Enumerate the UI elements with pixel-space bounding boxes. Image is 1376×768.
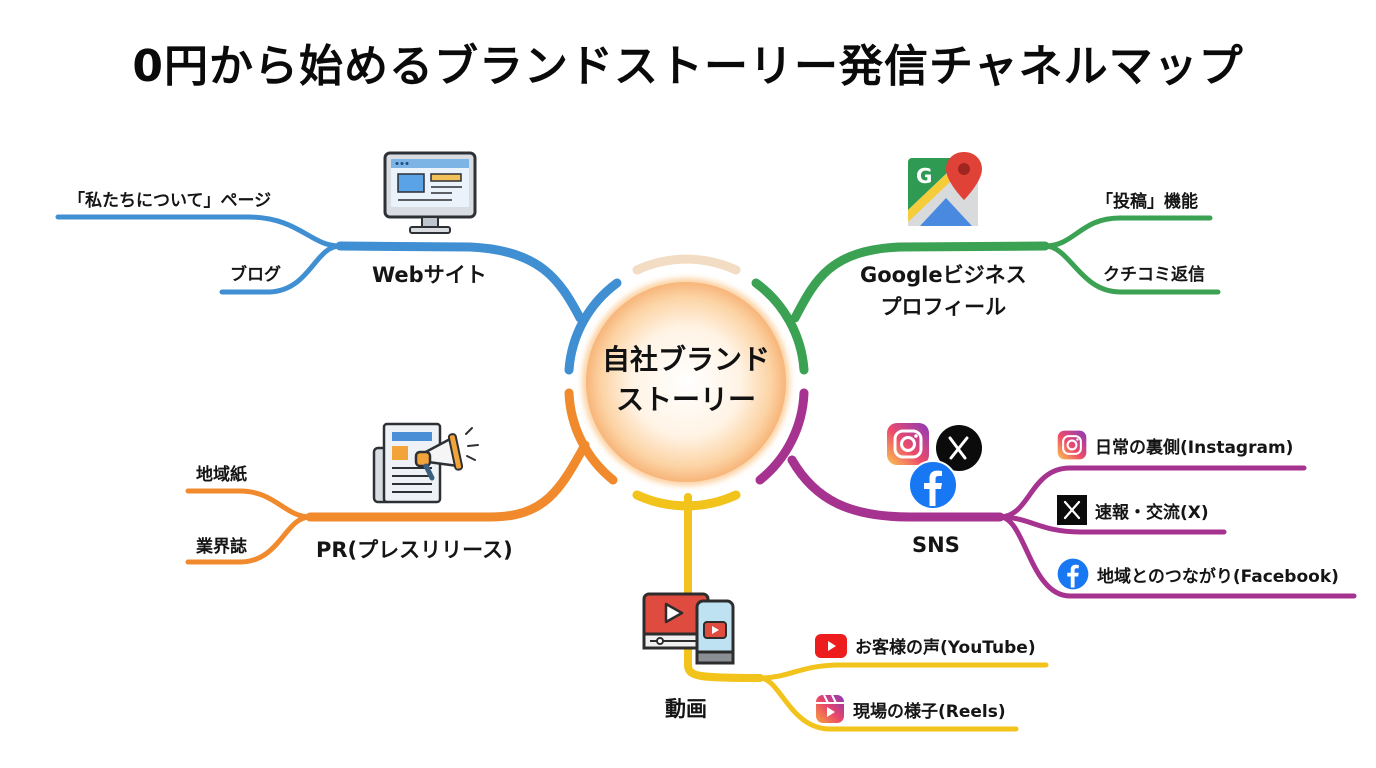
facebook-icon xyxy=(1057,558,1089,590)
svg-text:G: G xyxy=(916,164,932,188)
youtube-icon xyxy=(815,633,847,658)
branch-label-google-business-profile: Googleビジネス プロフィール xyxy=(860,263,1027,319)
leaf-posts-feature: 「投稿」機能 xyxy=(1096,192,1198,212)
leaf-about-us-page: 「私たちについて」ページ xyxy=(68,191,272,211)
instagram-icon xyxy=(1057,430,1087,460)
leaf-reels: 現場の様子(Reels) xyxy=(815,694,1006,724)
google-branch-lines xyxy=(790,215,1221,323)
center-ring xyxy=(564,254,809,511)
leaf-review-replies: クチコミ返信 xyxy=(1103,265,1205,285)
google-maps-icon: G xyxy=(908,152,982,226)
branch-label-press-release: PR(プレスリリース) xyxy=(316,538,513,562)
leaf-local-newspaper: 地域紙 xyxy=(196,465,247,485)
desktop-monitor-icon xyxy=(383,151,477,234)
leaf-instagram: 日常の裏側(Instagram) xyxy=(1057,430,1293,460)
instagram-icon xyxy=(887,423,929,465)
branch-label-video: 動画 xyxy=(665,697,707,721)
leaf-facebook: 地域とのつながり(Facebook) xyxy=(1057,558,1339,590)
branch-label-sns: SNS xyxy=(912,533,960,557)
leaf-blog: ブログ xyxy=(230,265,281,285)
website-branch-lines xyxy=(55,214,585,323)
sns-branch-lines xyxy=(787,455,1357,599)
leaf-youtube: お客様の声(YouTube) xyxy=(815,633,1036,658)
branch-label-website: Webサイト xyxy=(372,263,487,287)
pr-branch-lines xyxy=(185,440,590,565)
reels-icon xyxy=(816,694,844,723)
x-icon xyxy=(936,425,982,471)
facebook-icon xyxy=(908,460,958,510)
leaf-trade-magazine: 業界誌 xyxy=(196,537,247,557)
sns-icon-cluster xyxy=(886,422,986,512)
leaf-x: 速報・交流(X) xyxy=(1057,495,1209,525)
page-title: 0円から始めるブランドストーリー発信チャネルマップ xyxy=(132,41,1244,92)
x-icon xyxy=(1057,495,1087,525)
central-topic: 自社ブランド ストーリー xyxy=(601,343,770,416)
newspaper-megaphone-icon xyxy=(372,422,479,504)
video-player-phone-icon xyxy=(642,592,735,665)
video-branch-lines xyxy=(684,493,1049,732)
